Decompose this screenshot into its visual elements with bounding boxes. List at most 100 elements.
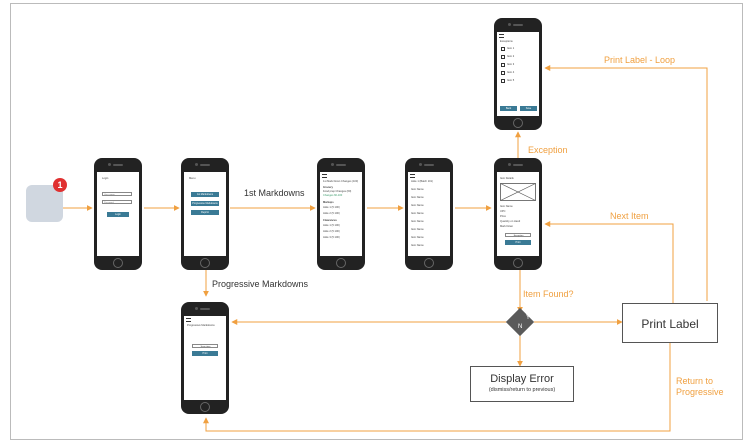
list-item[interactable]: Item Name	[411, 220, 424, 223]
speaker-slot	[424, 164, 434, 166]
home-button	[200, 258, 210, 268]
menu-item-reprint[interactable]: Reprint	[191, 210, 219, 215]
checkbox[interactable]	[501, 47, 505, 51]
camera-dot	[508, 23, 511, 26]
checkbox[interactable]	[501, 55, 505, 59]
checkbox-label: Item 4	[507, 71, 515, 74]
detail-row: UPC	[500, 210, 506, 213]
speaker-slot	[200, 164, 210, 166]
home-button	[200, 402, 210, 412]
menu-item-first-markdowns[interactable]: 1st Markdowns	[191, 192, 219, 197]
save-button[interactable]: Save	[520, 106, 537, 111]
home-button	[113, 258, 123, 268]
display-error-node: Display Error (dismiss/return to previou…	[470, 366, 574, 402]
image-placeholder-icon	[500, 183, 536, 201]
detail-row: Mark Down	[500, 225, 514, 228]
display-error-text: Display Error	[490, 373, 554, 385]
checkbox-label: Item 1	[507, 47, 515, 50]
aisle-header: Aisle 1 (Batch 101)	[411, 180, 433, 183]
list-item[interactable]: Changes 60-100	[323, 194, 343, 197]
list-item[interactable]: Aisle 1 (5 100)	[323, 206, 340, 209]
home-button	[336, 258, 346, 268]
camera-dot	[195, 307, 198, 310]
list-item[interactable]: Aisle 1 (5 100)	[323, 224, 340, 227]
phone-progressive: Progressive Markdowns Scan item Print	[181, 302, 229, 414]
speaker-slot	[336, 164, 346, 166]
progressive-screen: Progressive Markdowns Scan item Print	[184, 316, 226, 400]
phone-item-detail: Item Details Item Name UPC Price Quantit…	[494, 158, 542, 270]
list-item[interactable]: Item Name	[411, 188, 424, 191]
checkbox[interactable]	[501, 71, 505, 75]
scan-item-button[interactable]: Scan item	[192, 344, 218, 348]
menu-icon[interactable]	[322, 174, 327, 178]
speaker-slot	[513, 24, 523, 26]
detail-title: Item Details	[500, 177, 514, 180]
menu-title: Menu	[189, 177, 196, 180]
home-button	[424, 258, 434, 268]
label-next-item: Next Item	[610, 211, 649, 221]
username-field[interactable]: User name	[102, 192, 132, 196]
camera-dot	[419, 163, 422, 166]
aisle-items-screen: Aisle 1 (Batch 101) Item Name Item Name …	[408, 172, 450, 256]
exception-button[interactable]: Exception	[505, 233, 531, 237]
list-item[interactable]: Item Name	[411, 204, 424, 207]
item-detail-screen: Item Details Item Name UPC Price Quantit…	[497, 172, 539, 256]
camera-dot	[108, 163, 111, 166]
phone-login: Login User name Password Login	[94, 158, 142, 270]
phone-menu: Menu 1st Markdowns Progressive Markdowns…	[181, 158, 229, 270]
start-badge-label: 1	[57, 180, 63, 190]
list-item[interactable]: Item Name	[411, 212, 424, 215]
print-label-text: Print Label	[641, 317, 699, 331]
print-button[interactable]: Print	[192, 351, 218, 356]
phone-aisle-items: Aisle 1 (Batch 101) Item Name Item Name …	[405, 158, 453, 270]
list-section: Clearances	[323, 219, 337, 222]
list-item[interactable]: Item Name	[411, 236, 424, 239]
markdown-list-screen: 1st Mark Down Changes (103) Grocery Food…	[320, 172, 362, 256]
detail-row: Price	[500, 215, 506, 218]
home-button	[513, 118, 523, 128]
print-button[interactable]: Print	[505, 240, 531, 245]
checkbox-label: Item 3	[507, 63, 515, 66]
label-progressive-markdowns: Progressive Markdowns	[212, 279, 309, 289]
list-item[interactable]: Aisle 2 (5 100)	[323, 212, 340, 215]
arrow-next-item	[544, 221, 674, 307]
speaker-slot	[513, 164, 523, 166]
list-item[interactable]: Food prep Changes (60)	[323, 190, 352, 193]
decision-no-label: N	[518, 324, 523, 330]
speaker-slot	[113, 164, 123, 166]
list-item[interactable]: Item Name	[411, 244, 424, 247]
login-button[interactable]: Login	[107, 212, 129, 217]
checkbox-label: Item 2	[507, 55, 515, 58]
checkbox[interactable]	[501, 79, 505, 83]
checkbox[interactable]	[501, 63, 505, 67]
label-exception: Exception	[528, 145, 568, 155]
label-return-to-progressive: Return to Progressive	[676, 376, 724, 397]
list-item[interactable]: Aisle 2 (5 100)	[323, 230, 340, 233]
exceptions-screen: Exceptions Item 1 Item 2 Item 3 Item 4 I…	[497, 32, 539, 116]
menu-icon[interactable]	[499, 34, 504, 38]
print-label-node: Print Label	[622, 303, 718, 343]
start-badge: 1	[53, 178, 67, 192]
arrow-print-loop	[544, 65, 708, 301]
phone-markdown-list: 1st Mark Down Changes (103) Grocery Food…	[317, 158, 365, 270]
progressive-title: Progressive Markdowns	[187, 324, 215, 327]
list-item[interactable]: Aisle 3 (5 100)	[323, 236, 340, 239]
phone-exceptions: Exceptions Item 1 Item 2 Item 3 Item 4 I…	[494, 18, 542, 130]
detail-row: Item Name	[500, 205, 513, 208]
list-item[interactable]: Item Name	[411, 228, 424, 231]
list-section: Markups	[323, 201, 334, 204]
menu-icon[interactable]	[186, 318, 191, 322]
menu-icon[interactable]	[410, 174, 415, 178]
camera-dot	[331, 163, 334, 166]
exceptions-title: Exceptions	[500, 40, 513, 43]
back-button[interactable]: Back	[500, 106, 517, 111]
list-header: 1st Mark Down Changes (103)	[323, 180, 359, 183]
password-field[interactable]: Password	[102, 200, 132, 204]
speaker-slot	[200, 308, 210, 310]
arrow-return-progressive	[203, 342, 671, 432]
menu-item-progressive-markdowns[interactable]: Progressive Markdowns	[191, 201, 219, 206]
checkbox-label: Item 5	[507, 79, 515, 82]
login-screen: Login User name Password Login	[97, 172, 139, 256]
list-item[interactable]: Item Name	[411, 196, 424, 199]
